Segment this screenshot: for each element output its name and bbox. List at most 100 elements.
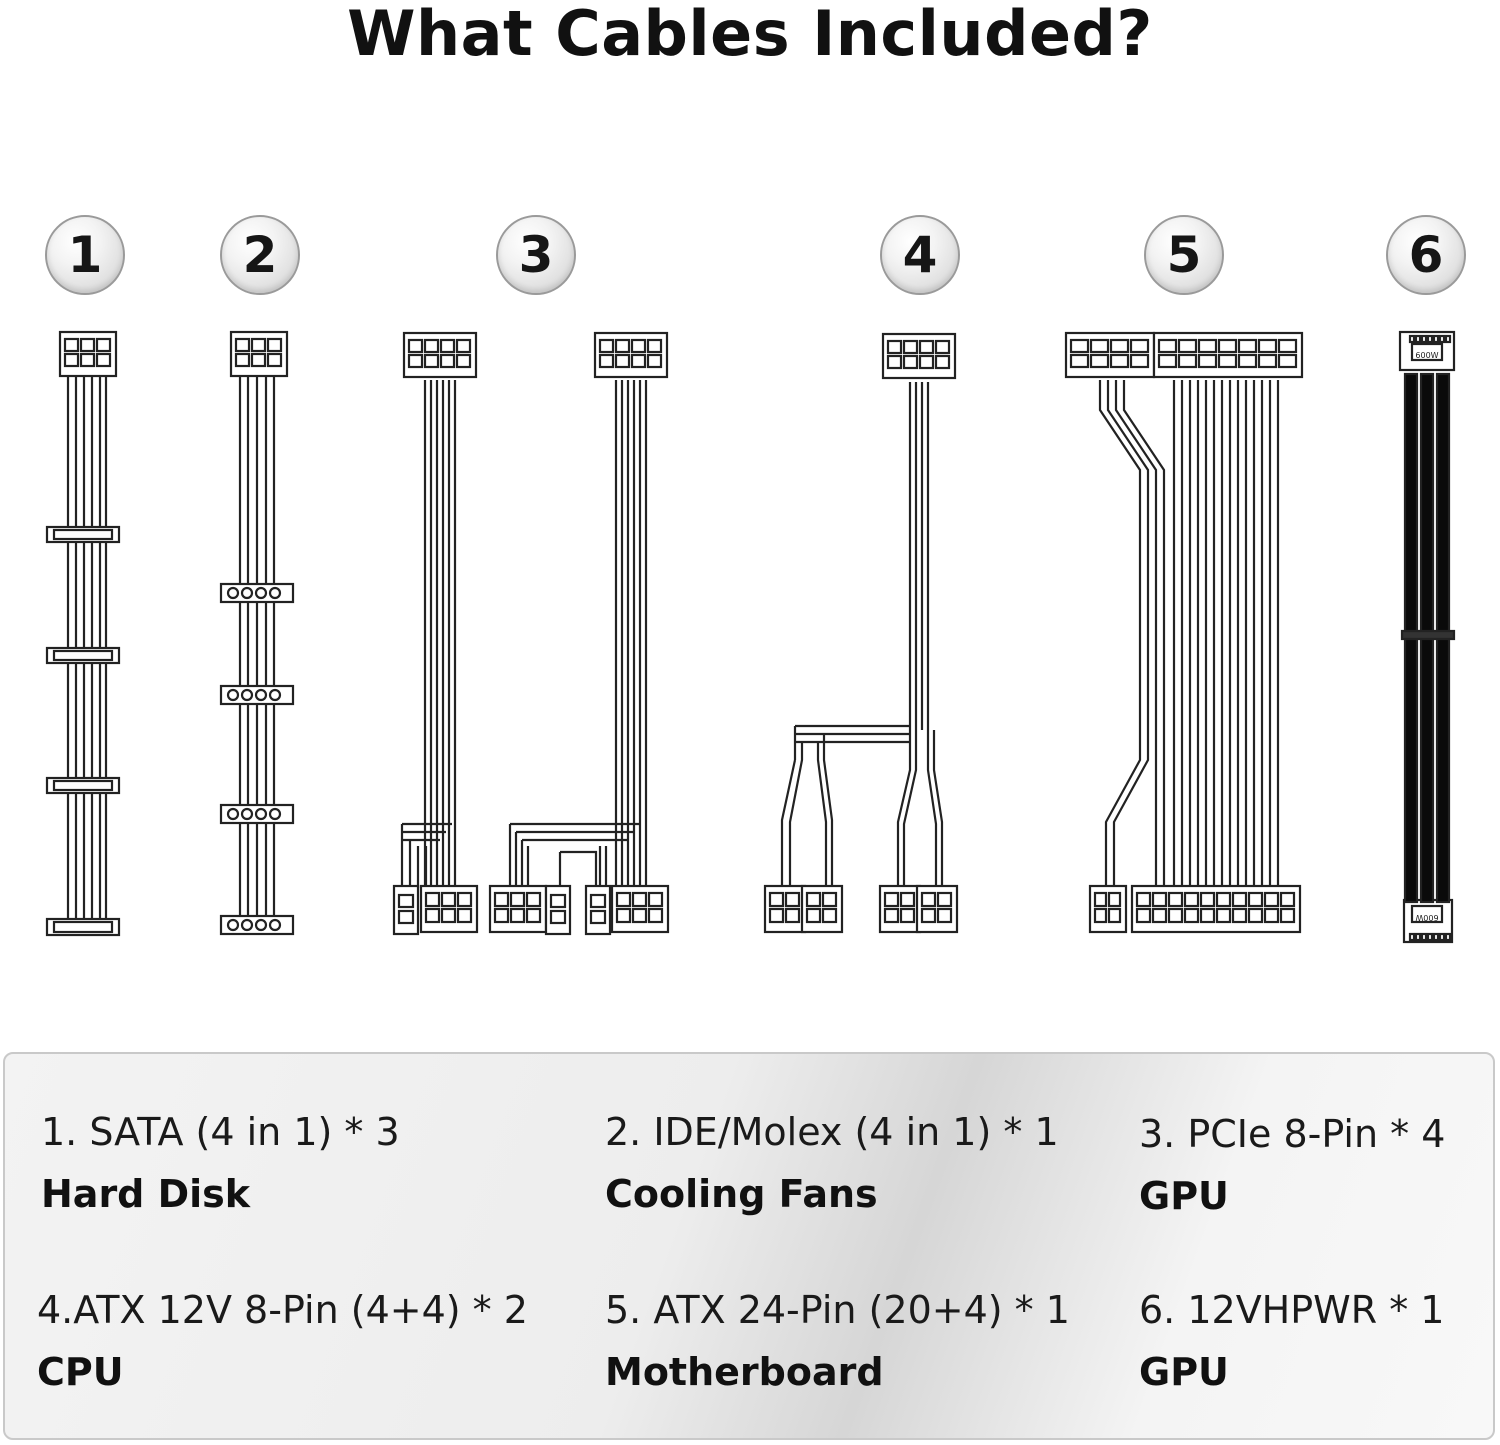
pin <box>768 891 785 908</box>
pin <box>455 338 472 354</box>
molex-pin <box>268 807 282 821</box>
pin <box>493 907 510 924</box>
badge-6: 6 <box>1386 215 1466 295</box>
pin <box>424 891 441 908</box>
item-use: GPU <box>1139 1350 1229 1394</box>
pin <box>589 893 607 909</box>
pin <box>902 354 919 370</box>
pin <box>1129 338 1150 354</box>
pin <box>1438 334 1446 344</box>
badge-1: 1 <box>45 215 125 295</box>
pin <box>768 907 785 924</box>
pin <box>1408 932 1416 942</box>
pin <box>493 891 510 908</box>
item-name: 6. 12VHPWR * 1 <box>1139 1288 1445 1332</box>
pin <box>397 893 415 909</box>
pin <box>455 353 472 369</box>
pin <box>920 907 937 924</box>
pin <box>647 891 664 908</box>
pin <box>95 337 112 353</box>
pin <box>883 891 900 908</box>
pin <box>902 339 919 355</box>
pin <box>407 338 424 354</box>
pin <box>549 893 567 909</box>
pin <box>1215 891 1232 908</box>
cables-illustration: 600W 600W <box>45 330 1456 944</box>
pin <box>899 891 916 908</box>
molex-pin <box>254 918 268 932</box>
pin <box>1263 891 1280 908</box>
pin <box>936 907 953 924</box>
connector-label-top: 600W <box>1415 351 1438 360</box>
pin <box>423 353 440 369</box>
pin <box>456 907 473 924</box>
pin <box>1177 353 1198 369</box>
pin <box>1215 907 1232 924</box>
pin <box>1135 891 1152 908</box>
pin <box>1408 334 1416 344</box>
list-item-5: 5. ATX 24-Pin (20+4) * 1 Motherboard <box>605 1288 1070 1394</box>
pin <box>79 352 96 368</box>
pin <box>1257 338 1278 354</box>
molex-pin <box>268 688 282 702</box>
pin <box>1157 353 1178 369</box>
molex-pin <box>226 586 240 600</box>
molex-pin <box>254 807 268 821</box>
sata-slot <box>52 649 114 662</box>
item-use: CPU <box>37 1350 124 1394</box>
molex-pin <box>226 918 240 932</box>
pin <box>646 353 663 369</box>
pin <box>784 891 801 908</box>
pin <box>1426 932 1434 942</box>
pin <box>250 352 267 368</box>
pin <box>615 891 632 908</box>
item-use: Motherboard <box>605 1350 884 1394</box>
pin <box>614 338 631 354</box>
molex-pin <box>254 688 268 702</box>
pin <box>1197 338 1218 354</box>
cable-atx12v <box>763 332 959 934</box>
pin <box>439 338 456 354</box>
pin <box>1279 907 1296 924</box>
molex-pin <box>226 688 240 702</box>
cable-list-panel: 1. SATA (4 in 1) * 3 Hard Disk 2. IDE/Mo… <box>3 1052 1495 1440</box>
badge-5: 5 <box>1144 215 1224 295</box>
pin <box>456 891 473 908</box>
item-use: Hard Disk <box>41 1172 251 1216</box>
pin <box>1438 932 1446 942</box>
cable-12vhpwr: 600W 600W <box>1398 330 1456 944</box>
pin <box>886 339 903 355</box>
pin <box>1107 907 1122 924</box>
pin <box>1237 338 1258 354</box>
cable-atx24 <box>1064 331 1304 934</box>
pin <box>784 907 801 924</box>
list-item-2: 2. IDE/Molex (4 in 1) * 1 Cooling Fans <box>605 1110 1059 1216</box>
pin <box>397 909 415 925</box>
pin <box>266 337 283 353</box>
item-use: Cooling Fans <box>605 1172 878 1216</box>
pin <box>1279 891 1296 908</box>
pin <box>1135 907 1152 924</box>
pin <box>934 354 951 370</box>
pin <box>1247 907 1264 924</box>
pin <box>1217 353 1238 369</box>
list-item-4: 4.ATX 12V 8-Pin (4+4) * 2 CPU <box>37 1288 528 1394</box>
pin <box>63 337 80 353</box>
wire-bundle <box>1098 380 1166 888</box>
pin <box>1217 338 1238 354</box>
pin <box>95 352 112 368</box>
item-name: 3. PCIe 8-Pin * 4 <box>1139 1112 1446 1156</box>
sata-slot <box>52 920 114 934</box>
pin <box>1277 338 1298 354</box>
molex-pin <box>268 918 282 932</box>
item-use: GPU <box>1139 1174 1229 1218</box>
item-name: 1. SATA (4 in 1) * 3 <box>41 1110 400 1154</box>
pin <box>439 353 456 369</box>
molex-pin <box>268 586 282 600</box>
pin <box>1183 907 1200 924</box>
pin <box>1263 907 1280 924</box>
list-item-1: 1. SATA (4 in 1) * 3 Hard Disk <box>41 1110 400 1216</box>
pin <box>1414 334 1422 344</box>
badge-3: 3 <box>496 215 576 295</box>
pin <box>1183 891 1200 908</box>
